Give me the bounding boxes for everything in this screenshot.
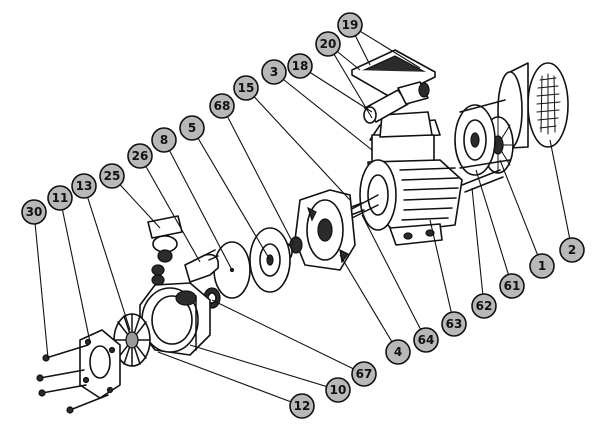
callout-67: 67 — [351, 361, 377, 387]
part-impeller — [113, 313, 151, 367]
callout-64-text: 64 — [418, 333, 435, 347]
part-terminal-cover — [351, 49, 436, 99]
callout-63: 63 — [441, 311, 467, 337]
callout-20-text: 20 — [320, 37, 337, 51]
callout-3-text: 3 — [270, 65, 278, 79]
part-motor-flange — [294, 189, 356, 271]
callout-10-text: 10 — [330, 383, 347, 397]
callout-67-text: 67 — [356, 367, 373, 381]
callout-11-text: 11 — [52, 191, 69, 205]
callout-62-text: 62 — [476, 299, 493, 313]
callout-13-text: 13 — [76, 179, 93, 193]
callout-61-text: 61 — [504, 279, 521, 293]
callout-12-text: 12 — [294, 399, 311, 413]
callout-4-text: 4 — [394, 345, 402, 359]
callouts: 19 20 18 3 15 68 5 8 26 25 13 11 30 2 1 … — [21, 12, 585, 419]
callout-62: 62 — [471, 293, 497, 319]
callout-20: 20 — [315, 31, 341, 57]
callout-8: 8 — [151, 127, 177, 153]
callout-1: 1 — [529, 253, 555, 279]
part-elbow — [184, 249, 220, 283]
part-front-cover — [79, 329, 121, 399]
leader-lines — [33, 24, 573, 407]
part-tie-rods — [461, 169, 504, 193]
part-bolts — [36, 344, 109, 414]
part-nozzle — [147, 215, 183, 286]
callout-19: 19 — [337, 12, 363, 38]
callout-10: 10 — [325, 377, 351, 403]
callout-5-text: 5 — [188, 121, 196, 135]
callout-12: 12 — [289, 393, 315, 419]
callout-63-text: 63 — [446, 317, 463, 331]
callout-25: 25 — [99, 163, 125, 189]
part-drawings — [36, 49, 569, 414]
callout-68: 68 — [209, 93, 235, 119]
callout-8-text: 8 — [160, 133, 168, 147]
part-motor-body — [349, 111, 463, 246]
callout-19-text: 19 — [342, 18, 359, 32]
callout-15: 15 — [233, 75, 259, 101]
part-rear-shield — [454, 99, 511, 176]
callout-13: 13 — [71, 173, 97, 199]
callout-26-text: 26 — [132, 149, 149, 163]
callout-15-text: 15 — [238, 81, 255, 95]
callout-25-text: 25 — [104, 169, 121, 183]
callout-64: 64 — [413, 327, 439, 353]
callout-1-text: 1 — [538, 259, 546, 273]
callout-3: 3 — [261, 59, 287, 85]
callout-30-text: 30 — [26, 205, 43, 219]
callout-26: 26 — [127, 143, 153, 169]
callout-4: 4 — [385, 339, 411, 365]
callout-11: 11 — [47, 185, 73, 211]
callout-18-text: 18 — [292, 59, 309, 73]
callout-61: 61 — [499, 273, 525, 299]
callout-2-text: 2 — [568, 243, 576, 257]
callout-2: 2 — [559, 237, 585, 263]
callout-5: 5 — [179, 115, 205, 141]
callout-18: 18 — [287, 53, 313, 79]
callout-30: 30 — [21, 199, 47, 225]
callout-68-text: 68 — [214, 99, 231, 113]
